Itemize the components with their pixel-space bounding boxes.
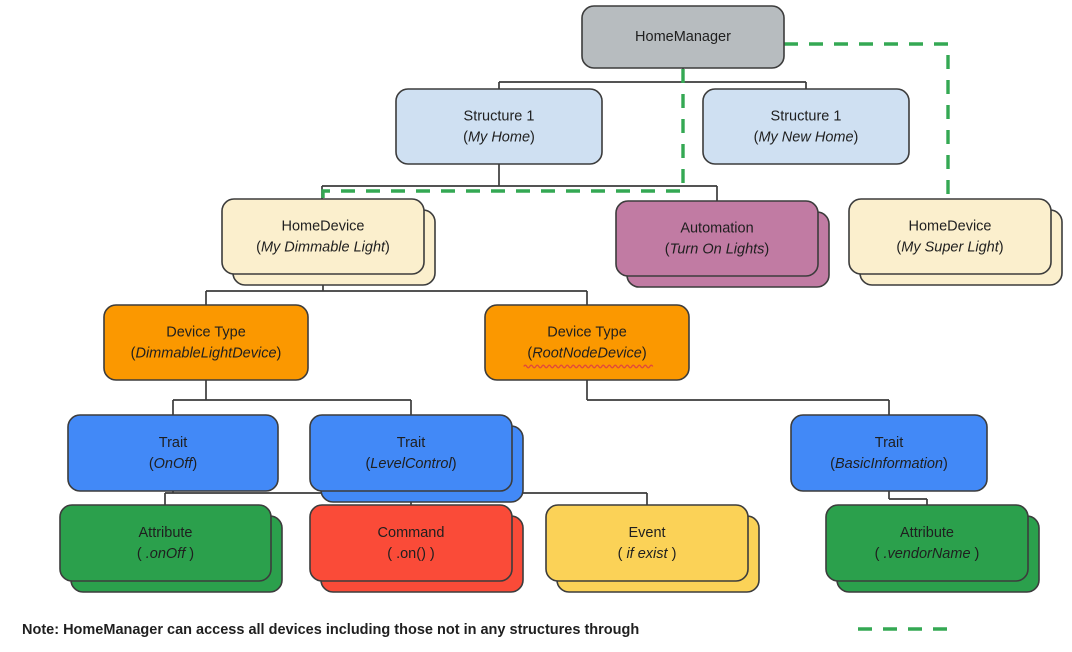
command-on-node[interactable]: Command ( .on() )	[309, 504, 524, 593]
trait-levelcontrol-node[interactable]: Trait (LevelControl)	[309, 414, 524, 503]
diagram-note-text: Note: HomeManager can access all devices…	[22, 622, 639, 638]
trait-onoff-node-box	[67, 414, 279, 492]
attribute-vendorname-node-box	[825, 504, 1029, 582]
automation-turn-on-lights-node-label-primary: Automation	[680, 220, 753, 236]
automation-turn-on-lights-node[interactable]: Automation (Turn On Lights)	[615, 200, 830, 288]
trait-basicinformation-node-label-primary: Trait	[875, 435, 903, 451]
homedevice-my-super-light-node-label-secondary: (My Super Light)	[896, 239, 1003, 255]
event-if-exist-node-label-primary: Event	[628, 525, 665, 541]
home-manager-node[interactable]: HomeManager	[581, 5, 785, 69]
homedevice-my-dimmable-light-node-label-primary: HomeDevice	[282, 218, 365, 234]
automation-turn-on-lights-node-label-secondary: (Turn On Lights)	[665, 241, 770, 257]
dashed-link-layer	[321, 42, 950, 199]
event-if-exist-node-box	[545, 504, 749, 582]
device-type-rootnodedevice-node-label-secondary: (RootNodeDevice)	[527, 345, 646, 361]
attribute-onoff-node-box	[59, 504, 272, 582]
automation-turn-on-lights-node-box	[615, 200, 819, 277]
attribute-vendorname-node[interactable]: Attribute ( .vendorName )	[825, 504, 1040, 593]
device-type-rootnodedevice-node[interactable]: Device Type (RootNodeDevice)	[484, 304, 690, 381]
device-type-dimmablelightdevice-node[interactable]: Device Type (DimmableLightDevice)	[103, 304, 309, 381]
home-manager-node-label-primary: HomeManager	[635, 29, 731, 45]
attribute-onoff-node-label-secondary: ( .onOff )	[137, 546, 194, 562]
device-type-dimmablelightdevice-node-box	[103, 304, 309, 381]
structure-my-new-home-node-box	[702, 88, 910, 165]
device-type-dimmablelightdevice-node-label-secondary: (DimmableLightDevice)	[131, 345, 282, 361]
structure-my-home-node-label-primary: Structure 1	[464, 108, 535, 124]
structure-my-home-node-label-secondary: (My Home)	[463, 129, 535, 145]
attribute-onoff-node[interactable]: Attribute ( .onOff )	[59, 504, 283, 593]
trait-onoff-node-label-secondary: (OnOff)	[149, 456, 197, 472]
dashed-link-homemanager-to-super-light	[784, 42, 950, 199]
command-on-node-label-secondary: ( .on() )	[387, 546, 435, 562]
trait-levelcontrol-node-box	[309, 414, 513, 492]
trait-levelcontrol-node-label-secondary: (LevelControl)	[365, 456, 456, 472]
homedevice-my-dimmable-light-node-label-secondary: (My Dimmable Light)	[256, 239, 390, 255]
connector-basicinfo-to-vendorname	[888, 491, 928, 505]
home-manager-node-box	[581, 5, 785, 69]
structure-my-new-home-node-label-secondary: (My New Home)	[754, 129, 859, 145]
structure-my-new-home-node[interactable]: Structure 1 (My New Home)	[702, 88, 910, 165]
homedevice-my-dimmable-light-node[interactable]: HomeDevice (My Dimmable Light)	[221, 198, 436, 286]
trait-basicinformation-node-label-secondary: (BasicInformation)	[830, 456, 948, 472]
connector-homemanager-to-structures	[498, 68, 807, 89]
connector-dimmabledevicetype-to-traits	[172, 380, 412, 415]
trait-onoff-node-label-primary: Trait	[159, 435, 187, 451]
homedevice-my-super-light-node-label-primary: HomeDevice	[909, 218, 992, 234]
event-if-exist-node[interactable]: Event ( if exist )	[545, 504, 760, 593]
homedevice-my-dimmable-light-node-box	[221, 198, 425, 275]
attribute-vendorname-node-label-secondary: ( .vendorName )	[875, 546, 980, 562]
device-type-dimmablelightdevice-node-label-primary: Device Type	[166, 324, 246, 340]
dashed-link-homemanager-to-dimmable-light	[321, 44, 685, 199]
trait-onoff-node[interactable]: Trait (OnOff)	[67, 414, 279, 492]
connector-rootnode-to-basicinfo	[586, 380, 890, 415]
event-if-exist-node-label-secondary: ( if exist )	[618, 546, 677, 562]
note-layer: Note: HomeManager can access all devices…	[22, 622, 948, 638]
trait-basicinformation-node-box	[790, 414, 988, 492]
structure-my-home-node-box	[395, 88, 603, 165]
command-on-node-label-primary: Command	[378, 525, 445, 541]
device-type-rootnodedevice-node-box	[484, 304, 690, 381]
trait-levelcontrol-node-label-primary: Trait	[397, 435, 425, 451]
structure-my-home-node[interactable]: Structure 1 (My Home)	[395, 88, 603, 165]
device-type-rootnodedevice-node-spellcheck-underline-icon	[523, 364, 654, 369]
connector-myhome-to-children	[321, 164, 718, 201]
command-on-node-box	[309, 504, 513, 582]
structure-my-new-home-node-label-primary: Structure 1	[771, 108, 842, 124]
device-type-rootnodedevice-node-label-primary: Device Type	[547, 324, 627, 340]
attribute-vendorname-node-label-primary: Attribute	[900, 525, 954, 541]
attribute-onoff-node-label-primary: Attribute	[139, 525, 193, 541]
homedevice-my-super-light-node-box	[848, 198, 1052, 275]
trait-basicinformation-node[interactable]: Trait (BasicInformation)	[790, 414, 988, 492]
homedevice-my-super-light-node[interactable]: HomeDevice (My Super Light)	[848, 198, 1063, 286]
